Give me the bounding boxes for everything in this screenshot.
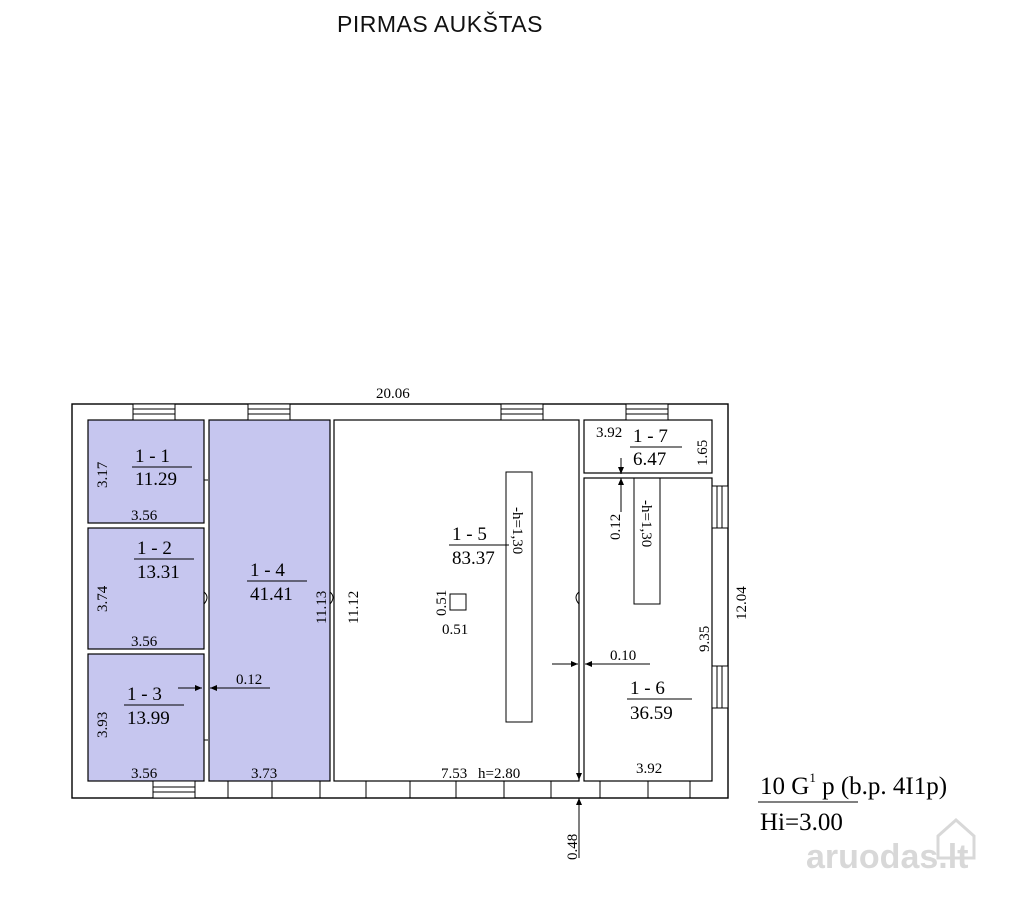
- dim-1-3-w: 3.56: [131, 766, 158, 782]
- dim-1-3-h: 3.93: [95, 712, 111, 738]
- window-right-1: [711, 485, 729, 529]
- room-1-3-area: 13.99: [127, 708, 170, 729]
- outer-wall: [71, 403, 729, 799]
- window-top-1: [132, 403, 176, 421]
- room-1-6[interactable]: [583, 477, 713, 782]
- dim-1-5-w: 7.53: [441, 766, 467, 782]
- dim-1-6-w: 3.92: [636, 761, 662, 777]
- room-1-5-area: 83.37: [452, 548, 495, 569]
- room-1-4[interactable]: [208, 419, 331, 782]
- dim-1-5-height: h=2.80: [478, 766, 520, 782]
- room-labels: 1 - 1 11.29 1 - 2 13.31 1 - 3 13.99 1 - …: [124, 426, 692, 729]
- dim-wall-d: 0.48: [565, 834, 581, 860]
- room-1-2[interactable]: [87, 527, 205, 650]
- dim-1-7-w: 3.92: [596, 425, 622, 441]
- dim-1-1-h: 3.17: [95, 461, 111, 488]
- watermark-logo: aruodas.lt: [806, 817, 976, 876]
- window-top-4: [625, 403, 669, 421]
- doors: [203, 479, 580, 741]
- dim-wall-c: 0.10: [610, 648, 636, 664]
- window-bottom-1: [152, 780, 196, 799]
- dim-1-2-w: 3.56: [131, 634, 158, 650]
- building-code-line1: 10 G1 p (b.p. 4I1p): [760, 770, 947, 800]
- building-code: 10 G1 p (b.p. 4I1p) Hi=3.00: [758, 770, 947, 836]
- dim-wall-a: 0.12: [236, 672, 262, 688]
- room-1-5[interactable]: [333, 419, 580, 782]
- dim-1-6-h: 9.35: [697, 626, 713, 652]
- overall-height: 12.04: [734, 586, 750, 620]
- dim-wall-b: 0.12: [608, 514, 624, 540]
- room-1-2-area: 13.31: [137, 562, 180, 583]
- room-1-7-id: 1 - 7: [633, 426, 668, 447]
- room-1-4-id: 1 - 4: [250, 560, 285, 581]
- room-1-1-id: 1 - 1: [135, 446, 170, 467]
- room-1-3-id: 1 - 3: [127, 684, 162, 705]
- room-1-7-area: 6.47: [633, 449, 666, 470]
- overall-width: 20.06: [376, 386, 410, 402]
- pit-small: [633, 477, 661, 605]
- room-1-4-area: 41.41: [250, 584, 293, 605]
- column-square: [449, 593, 467, 611]
- dimensions: 20.06 12.04 3.56 3.17 3.56 3.74 3.56 3.9…: [95, 386, 750, 860]
- room-1-1-area: 11.29: [135, 469, 177, 490]
- pit-label-1: -h=1,30: [509, 507, 525, 554]
- building-code-line2: Hi=3.00: [760, 809, 843, 836]
- dim-1-1-w: 3.56: [131, 508, 158, 524]
- dim-1-5-h: 11.12: [346, 591, 362, 624]
- window-top-3: [500, 403, 544, 421]
- column-dim-h: 0.51: [434, 590, 450, 616]
- room-1-2-id: 1 - 2: [137, 538, 172, 559]
- room-1-6-area: 36.59: [630, 703, 673, 724]
- house-icon: [936, 817, 976, 860]
- room-1-3[interactable]: [87, 653, 205, 782]
- dim-1-4-h: 11.13: [314, 591, 330, 624]
- dim-1-4-w: 3.73: [251, 766, 277, 782]
- column-dim-w: 0.51: [442, 622, 468, 638]
- pit-large: [505, 471, 533, 723]
- bottom-wall-ticks: [227, 781, 691, 798]
- room-1-6-id: 1 - 6: [630, 678, 665, 699]
- dim-1-2-h: 3.74: [95, 585, 111, 612]
- window-top-2: [247, 403, 291, 421]
- room-1-5-id: 1 - 5: [452, 524, 487, 545]
- windows: [132, 403, 729, 799]
- pit-label-2: -h=1,30: [638, 500, 654, 547]
- dim-1-7-h: 1.65: [695, 440, 711, 466]
- window-right-2: [711, 665, 729, 709]
- floor-title: PIRMAS AUKŠTAS: [337, 10, 543, 37]
